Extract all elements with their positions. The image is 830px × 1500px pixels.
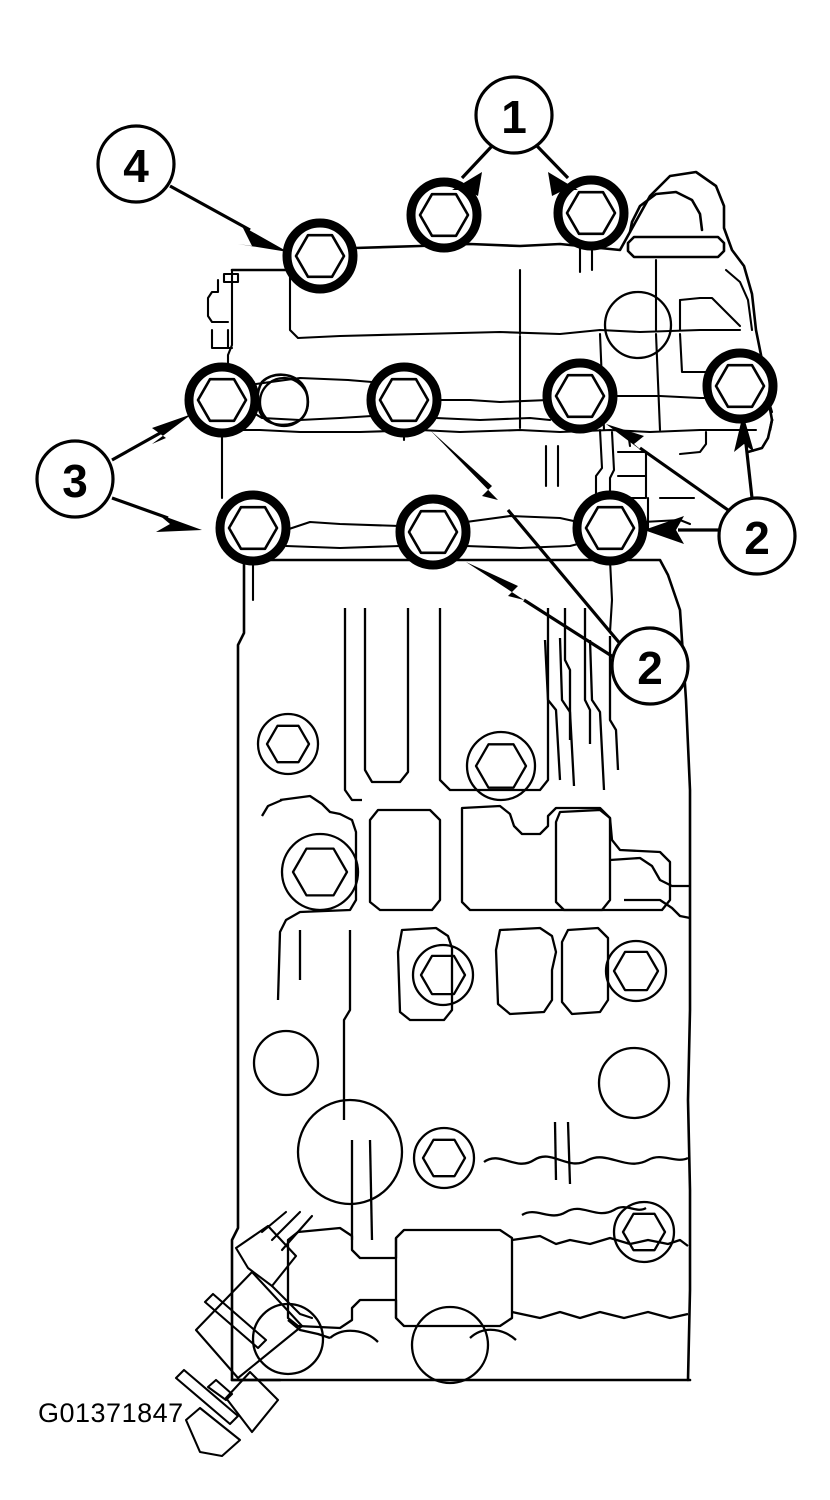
bolt-hex-head [227, 505, 279, 551]
leader-1-left [460, 144, 494, 180]
leader-3-lower [111, 496, 169, 520]
leader-lines-group [111, 144, 754, 662]
callout-number: 4 [123, 140, 149, 192]
hole-hex-inner [265, 724, 311, 764]
solenoid-connector [174, 1210, 314, 1458]
hole-circle [603, 290, 673, 360]
arrowhead-2l-upleft-b [466, 562, 524, 600]
callouts-group: 1 2 2 3 4 [35, 75, 797, 706]
hole-circle [258, 376, 310, 428]
bolt-bolt-lower-left[interactable] [215, 490, 291, 566]
bolt-bolt-top-left[interactable] [406, 177, 482, 253]
leader-2l-upleft-b [523, 598, 619, 662]
hole-circle [597, 1046, 671, 1120]
callout-bubble [35, 439, 115, 519]
arrowhead-1-right [548, 172, 578, 196]
leader-4 [169, 184, 251, 232]
bolt-bolt-mid-center[interactable] [366, 362, 442, 438]
hole-hole-round-b [296, 1098, 404, 1206]
bolt-hex-head [554, 373, 606, 419]
upper-housing-outline [206, 170, 774, 634]
hole-outer-ring [280, 832, 360, 912]
bolt-bolt-lower-center[interactable] [395, 494, 471, 570]
hole-hex-inner [474, 743, 528, 789]
bolt-bolt-lower-right[interactable] [572, 490, 648, 566]
hole-outer-ring [604, 939, 668, 1003]
bolt-bolt-far-right[interactable] [702, 348, 778, 424]
bolt-bolt-top-right[interactable] [553, 175, 629, 251]
arrowhead-2r-up [734, 414, 754, 452]
leader-1-right [535, 144, 570, 180]
hole-outer-ring [256, 712, 320, 776]
callout-bubble [474, 75, 554, 155]
hole-hole-round-f [603, 290, 673, 360]
hole-hole-hex-g [612, 1200, 676, 1264]
hole-hole-hex-a [256, 712, 320, 776]
callout-bubble [717, 496, 797, 576]
hole-circle [251, 1302, 325, 1376]
leader-2r-upleft [639, 446, 729, 512]
hole-hole-hex-d [411, 943, 475, 1007]
callout-3[interactable]: 3 [35, 439, 115, 519]
callout-bubble [610, 626, 690, 706]
bolt-bolt-upper-left[interactable] [282, 218, 358, 294]
callout-number: 2 [637, 642, 663, 694]
hole-hole-round-c [597, 1046, 671, 1120]
bolt-hex-head [584, 505, 636, 551]
arrowhead-4 [238, 226, 288, 252]
hole-hole-round-d [251, 1302, 325, 1376]
callout-4[interactable]: 4 [96, 124, 176, 204]
arrowhead-3-upper [152, 414, 192, 444]
hole-hex-inner [621, 1212, 667, 1252]
hole-circle [252, 1029, 320, 1097]
bolt-bolt-mid-right[interactable] [542, 358, 618, 434]
bolt-hex-head [565, 190, 617, 236]
callout-2-right[interactable]: 2 [717, 496, 797, 576]
arrowhead-2l-upleft-a [430, 430, 498, 500]
arrowhead-3-lower [156, 514, 202, 532]
callout-1[interactable]: 1 [474, 75, 554, 155]
callout-2-lower[interactable]: 2 [610, 626, 690, 706]
bolt-hex-head [196, 377, 248, 423]
hole-hex-inner [421, 1138, 467, 1178]
lower-body-channels [261, 608, 691, 1343]
hole-outer-ring [412, 1126, 476, 1190]
hole-hex-inner [291, 847, 349, 897]
arrowhead-1-left [452, 172, 482, 196]
leader-3-upper [111, 430, 163, 462]
hole-hole-hex-c [280, 832, 360, 912]
arrowhead-2r-upleft [606, 424, 646, 454]
hole-hole-hex-e [604, 939, 668, 1003]
arrowhead-2r-left [644, 516, 684, 544]
leader-2l-upleft-a [506, 508, 624, 648]
bolt-hex-head [714, 363, 766, 409]
bolt-hex-head [418, 192, 470, 238]
bolt-bolt-mid-left[interactable] [184, 362, 260, 438]
hole-hole-round-a [252, 1029, 320, 1097]
hole-outer-ring [465, 730, 537, 802]
callout-number: 3 [62, 455, 88, 507]
hole-hole-round-g [258, 376, 310, 428]
highlighted-bolts-group [184, 175, 778, 570]
hole-hex-inner [419, 954, 467, 996]
hole-circle [410, 1305, 490, 1385]
bolt-hex-head [407, 509, 459, 555]
hole-outer-ring [411, 943, 475, 1007]
hole-hex-inner [612, 950, 660, 992]
figure-id-label: G01371847 [38, 1398, 184, 1428]
callout-number: 2 [744, 512, 770, 564]
callout-number: 1 [501, 91, 527, 143]
leader-2r-up [744, 443, 754, 499]
hole-hole-round-e [410, 1305, 490, 1385]
callout-bubble [96, 124, 176, 204]
bolt-hex-head [294, 233, 346, 279]
hole-hole-hex-f [412, 1126, 476, 1190]
hole-hole-hex-b [465, 730, 537, 802]
hole-outer-ring [612, 1200, 676, 1264]
bolt-hex-head [378, 377, 430, 423]
hole-circle [296, 1098, 404, 1206]
plain-holes-group [251, 290, 676, 1385]
